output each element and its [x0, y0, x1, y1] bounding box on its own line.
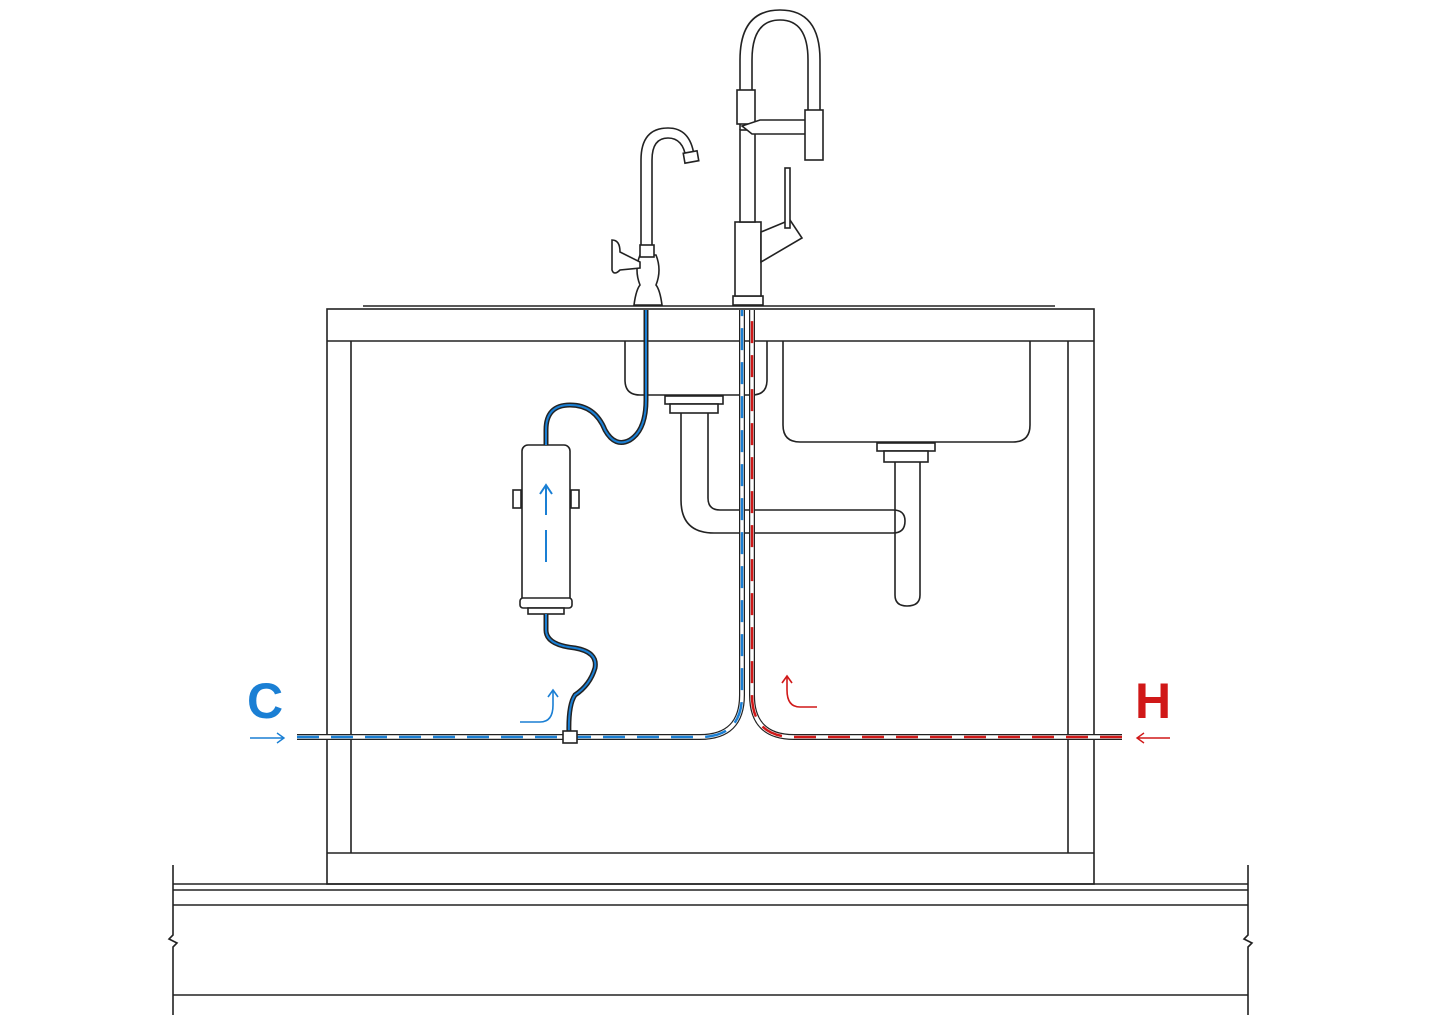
flow-up-arrow-icon [539, 483, 553, 562]
hot-flow-arrow-icon [781, 674, 817, 708]
filter-hoses [543, 310, 649, 736]
drain-pipes [680, 413, 921, 607]
floor [167, 865, 1254, 1015]
water-filter [512, 444, 580, 615]
cold-water-pipe [297, 310, 745, 740]
hot-label: H [1135, 673, 1171, 729]
small-sink-bowl [624, 341, 768, 414]
cabinet [326, 305, 1095, 885]
tee-connector [562, 730, 578, 744]
hot-water-pipe [749, 310, 1122, 740]
cold-inlet-arrow-icon [250, 732, 286, 744]
cold-flow-arrow-icon [520, 688, 559, 723]
large-sink-bowl [782, 341, 1031, 463]
cold-label: C [247, 673, 283, 729]
kitchen-faucet [732, 9, 824, 306]
hot-inlet-arrow-icon [1135, 732, 1170, 744]
filter-faucet [611, 127, 700, 306]
